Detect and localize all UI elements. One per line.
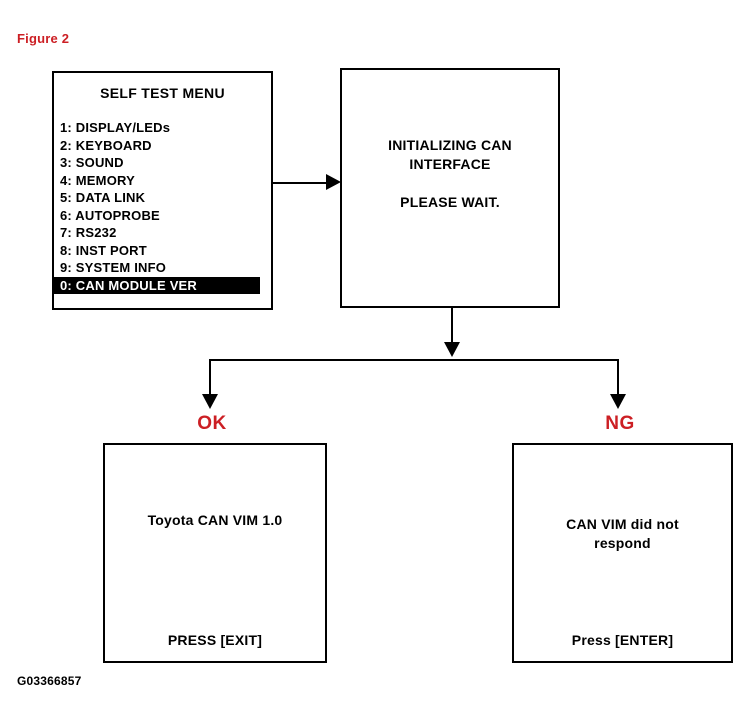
menu-item-data-link: 5: DATA LINK	[60, 190, 146, 205]
initializing-message-line1: INITIALIZING CAN	[388, 137, 512, 153]
ng-result-box: CAN VIM did not respond Press [ENTER]	[512, 443, 733, 663]
menu-item-rs232: 7: RS232	[60, 225, 117, 240]
menu-item-sound: 3: SOUND	[60, 155, 124, 170]
ng-result-message-line2: respond	[594, 535, 651, 551]
connector-ng-drop	[617, 359, 619, 395]
connector-menu-to-init	[273, 182, 327, 184]
menu-item-inst-port: 8: INST PORT	[60, 242, 147, 258]
figure-title: Figure 2	[17, 31, 70, 46]
ok-result-message: Toyota CAN VIM 1.0	[147, 512, 283, 528]
connector-ok-drop	[209, 359, 211, 395]
ok-result-action: PRESS [EXIT]	[167, 632, 263, 648]
arrowhead-down-icon	[202, 394, 218, 409]
menu-item-memory: 4: MEMORY	[60, 172, 135, 188]
initializing-message-line2: INTERFACE	[409, 156, 491, 172]
self-test-menu-box: SELF TEST MENU 1: DISPLAY/LEDs 2: KEYBOA…	[52, 71, 273, 310]
menu-list: 1: DISPLAY/LEDs 2: KEYBOARD 3: SOUND 4: …	[54, 119, 271, 294]
menu-item-autoprobe: 6: AUTOPROBE	[60, 207, 160, 223]
ok-label: OK	[197, 413, 227, 434]
please-wait-text: PLEASE WAIT.	[400, 194, 500, 210]
menu-item-system-info: 9: SYSTEM INFO	[60, 260, 167, 275]
connector-init-down	[451, 308, 453, 342]
ng-label: NG	[605, 413, 635, 434]
initializing-message: INITIALIZING CAN INTERFACE	[342, 136, 558, 174]
menu-item-can-module-ver-selected: 0: CAN MODULE VER	[54, 276, 260, 294]
ng-result-message: CAN VIM did not respond	[514, 515, 731, 553]
menu-item-display-leds: 1: DISPLAY/LEDs	[60, 120, 171, 135]
ng-result-action: Press [ENTER]	[571, 632, 674, 648]
initializing-box: INITIALIZING CAN INTERFACE PLEASE WAIT.	[340, 68, 560, 308]
menu-title: SELF TEST MENU	[100, 85, 225, 101]
branch-line	[209, 359, 619, 361]
arrowhead-down-icon	[610, 394, 626, 409]
arrowhead-down-icon	[444, 342, 460, 357]
ng-result-message-line1: CAN VIM did not	[566, 516, 679, 532]
menu-item-keyboard: 2: KEYBOARD	[60, 137, 152, 153]
figure-id-code: G03366857	[17, 674, 82, 688]
arrowhead-right-icon	[326, 174, 341, 190]
ok-result-box: Toyota CAN VIM 1.0 PRESS [EXIT]	[103, 443, 327, 663]
